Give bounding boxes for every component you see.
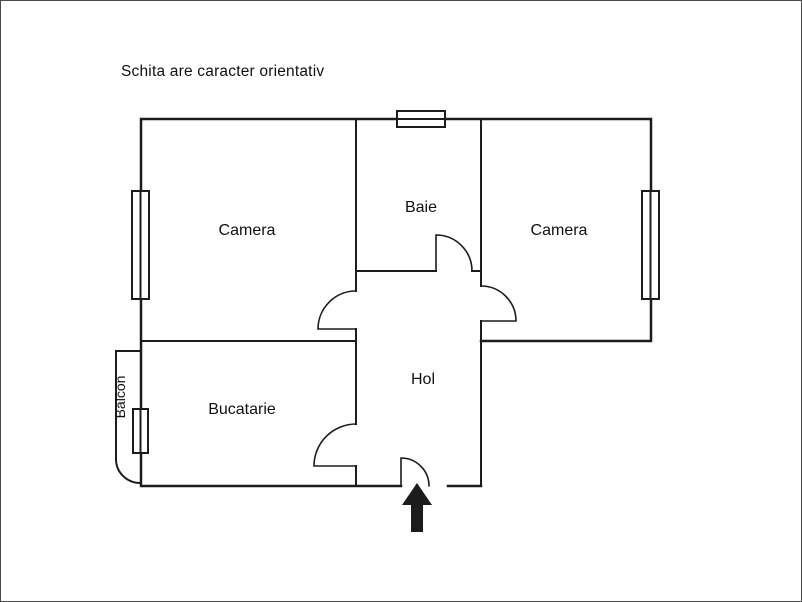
window-right xyxy=(641,190,660,300)
room-label-bucatarie: Bucatarie xyxy=(208,401,276,418)
door-camera-left xyxy=(317,290,357,330)
room-label-baie: Baie xyxy=(405,199,437,216)
windows xyxy=(131,110,660,454)
doors xyxy=(313,234,517,487)
wall-outline xyxy=(139,117,653,488)
entrance-arrow-icon xyxy=(402,483,432,532)
door-camera-right xyxy=(480,285,517,322)
room-label-balcon: Balcon xyxy=(112,376,128,419)
window-balcon xyxy=(132,408,149,454)
room-label-camera-left: Camera xyxy=(219,222,276,239)
room-label-camera-right: Camera xyxy=(531,222,588,239)
interior-walls xyxy=(115,118,482,487)
disclaimer-text: Schita are caracter orientativ xyxy=(121,63,325,80)
room-labels: Camera Baie Camera Bucatarie Hol Balcon xyxy=(112,199,588,418)
window-left xyxy=(131,190,150,300)
wall-balcon xyxy=(115,350,142,485)
door-entrance xyxy=(400,457,430,487)
room-label-hol: Hol xyxy=(411,371,435,388)
door-bucatarie xyxy=(313,423,357,467)
exterior-walls xyxy=(139,117,653,488)
door-baie xyxy=(435,234,473,272)
window-baie-top xyxy=(396,110,446,128)
